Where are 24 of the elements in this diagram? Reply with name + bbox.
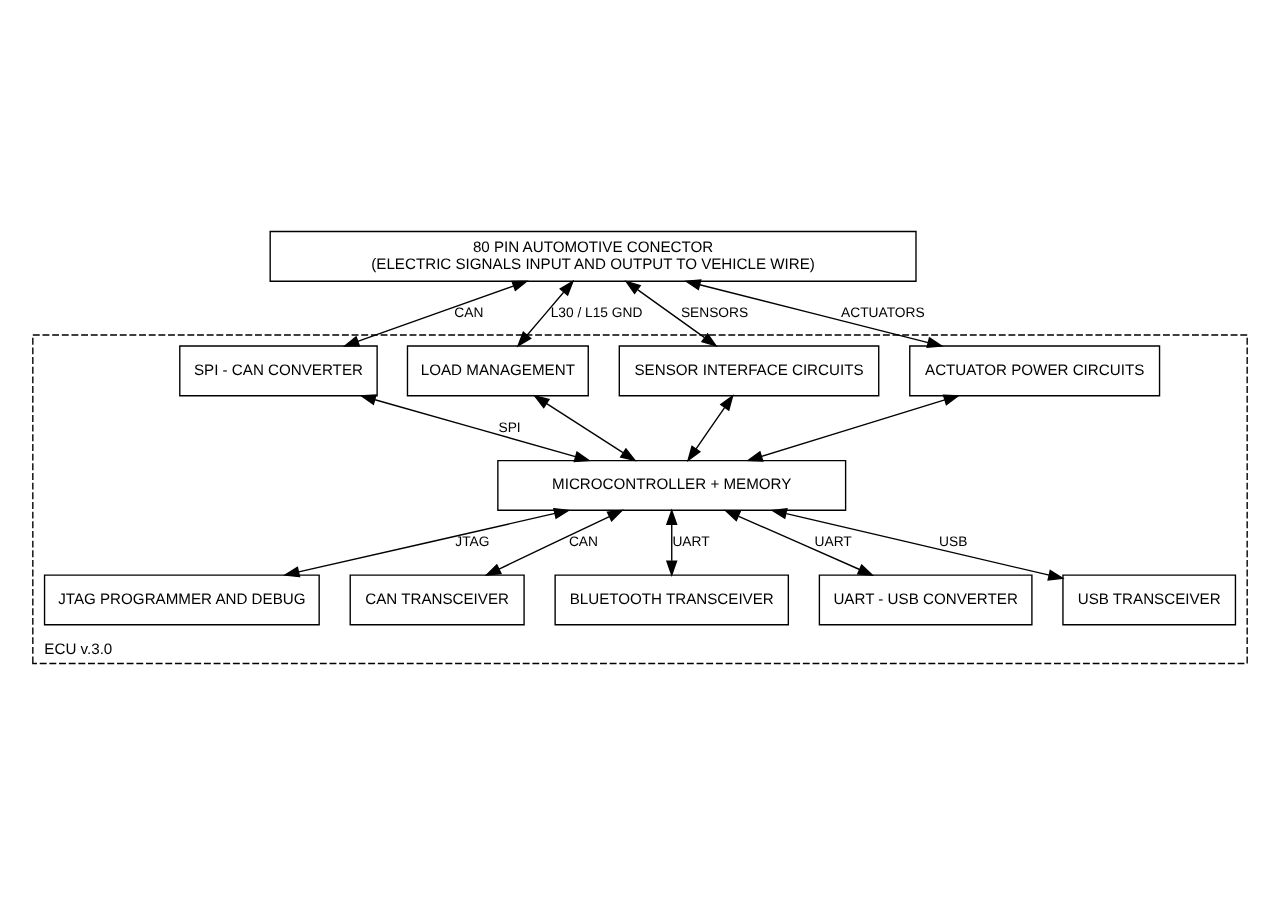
node-box: LOAD MANAGEMENT [406, 345, 589, 397]
arrow [723, 509, 875, 576]
arrow [533, 394, 637, 462]
node-box: CAN TRANSCEIVER [349, 574, 525, 626]
arrow [624, 280, 718, 348]
arrow [684, 279, 944, 349]
node-box: SPI - CAN CONVERTER [179, 345, 378, 397]
arrow [359, 394, 591, 463]
arrow [282, 507, 571, 578]
arrow [484, 509, 624, 576]
arrow [746, 394, 961, 462]
node-box: JTAG PROGRAMMER AND DEBUG [43, 574, 320, 626]
node-box: BLUETOOTH TRANSCEIVER [554, 574, 790, 626]
arrow [342, 280, 529, 347]
node-box: SENSOR INTERFACE CIRCUITS [618, 345, 880, 397]
node-box: UART - USB CONVERTER [818, 574, 1033, 626]
arrow [516, 279, 575, 348]
arrow [665, 508, 678, 577]
node-box: MICROCONTROLLER + MEMORY [497, 459, 847, 511]
node-box: ACTUATOR POWER CIRCUITS [909, 345, 1161, 397]
arrow [770, 508, 1065, 581]
node-box: 80 PIN AUTOMOTIVE CONECTOR (ELECTRIC SIGNALS INPUT AND OUTPUT TO VEHICLE WIRE) [269, 230, 917, 282]
node-box: USB TRANSCEIVER [1062, 574, 1237, 626]
arrow [686, 394, 734, 463]
